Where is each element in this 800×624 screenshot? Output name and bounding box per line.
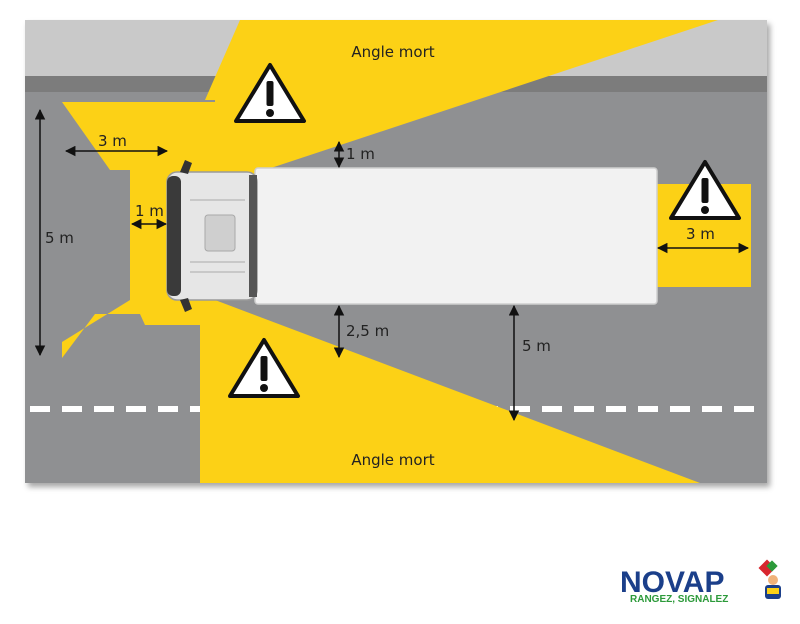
lane-dash <box>62 406 82 412</box>
warning-triangle-icon <box>234 63 306 123</box>
lane-dash <box>638 406 658 412</box>
blind-spot-bottom <box>200 300 700 483</box>
dimension-label-side-gap-top: 1 m <box>346 145 375 163</box>
brand-mascot-icon <box>758 559 781 599</box>
dimension-label-front-width: 5 m <box>45 229 74 247</box>
lane-dash <box>94 406 114 412</box>
lane-dash <box>670 406 690 412</box>
lane-dash <box>702 406 722 412</box>
lane-dash <box>542 406 562 412</box>
truck-mirror-bottom <box>180 298 192 312</box>
truck-mirror-top <box>180 160 192 174</box>
truck-trailer <box>254 167 658 305</box>
dimension-arrows <box>34 108 750 422</box>
zone-label-bottom: Angle mort <box>351 451 434 469</box>
truck-windshield <box>167 176 181 296</box>
blind-spot-zones <box>62 20 751 483</box>
lane-dash <box>126 406 146 412</box>
warning-triangle-icon <box>228 338 300 398</box>
lane-dash <box>574 406 594 412</box>
warning-triangle-icon <box>669 160 741 220</box>
lane-dash <box>734 406 754 412</box>
lane-dash <box>30 406 50 412</box>
dimension-label-side-width-right: 5 m <box>522 337 551 355</box>
dimension-label-front-depth: 3 m <box>98 132 127 150</box>
lane-dash <box>510 406 530 412</box>
brand-logo: NOVAP RANGEZ, SIGNALEZ <box>620 559 781 605</box>
truck <box>166 160 658 312</box>
zone-label-top: Angle mort <box>351 43 434 61</box>
brand-tagline: RANGEZ, SIGNALEZ <box>630 594 728 605</box>
brand-name: NOVAP <box>620 566 724 599</box>
truck-roof-hatch <box>204 214 236 252</box>
dimension-label-side-gap-bottom: 2,5 m <box>346 322 389 340</box>
dimension-label-front-gap: 1 m <box>135 202 164 220</box>
blind-spot-top <box>205 20 718 175</box>
lane-dash <box>606 406 626 412</box>
lane-dash <box>158 406 178 412</box>
dimension-label-rear-depth: 3 m <box>686 225 715 243</box>
truck-coupling <box>249 175 257 297</box>
